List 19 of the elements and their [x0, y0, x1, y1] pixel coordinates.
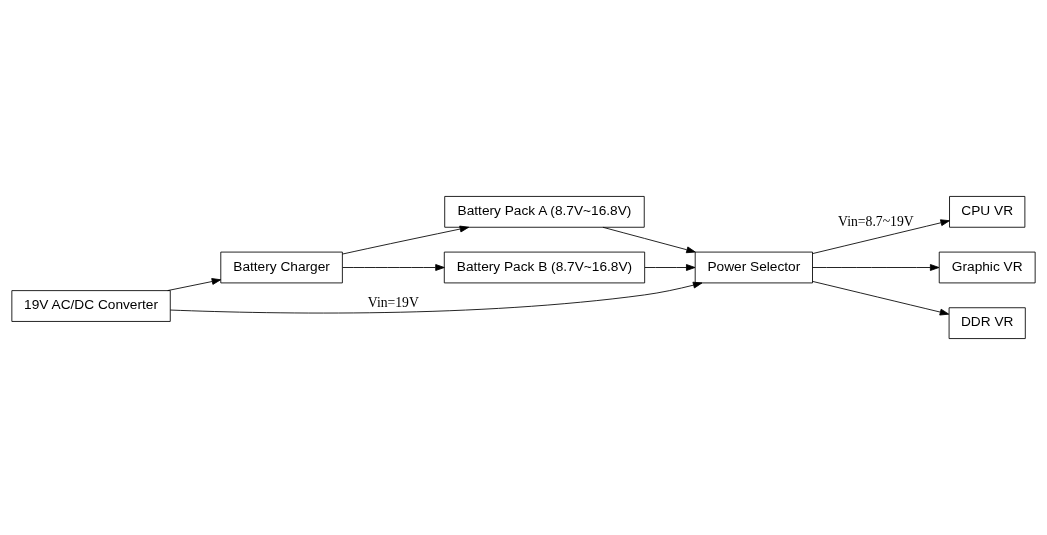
node-box: Graphic VR: [938, 251, 1036, 284]
node-box: 19V AC/DC Converter: [11, 290, 171, 322]
node-box: CPU VR: [949, 196, 1026, 228]
node-box: DDR VR: [948, 307, 1026, 339]
node-box: Battery Pack A (8.7V~16.8V): [444, 196, 645, 228]
arrow: [602, 226, 696, 254]
arrow: [342, 264, 445, 271]
node-box: Power Selector: [694, 251, 813, 284]
arrow: [812, 264, 940, 271]
edge-label: Vin=8.7~19V: [838, 214, 914, 230]
arrow: [342, 225, 470, 255]
arrow: [812, 280, 950, 316]
node-box: Battery Charger: [220, 251, 343, 284]
node-box: Battery Pack B (8.7V~16.8V): [443, 251, 646, 284]
arrow: [644, 264, 696, 271]
edge-label: Vin=19V: [367, 294, 419, 310]
arrow: [169, 281, 703, 314]
arrow: [812, 219, 950, 255]
arrow: [167, 278, 222, 291]
